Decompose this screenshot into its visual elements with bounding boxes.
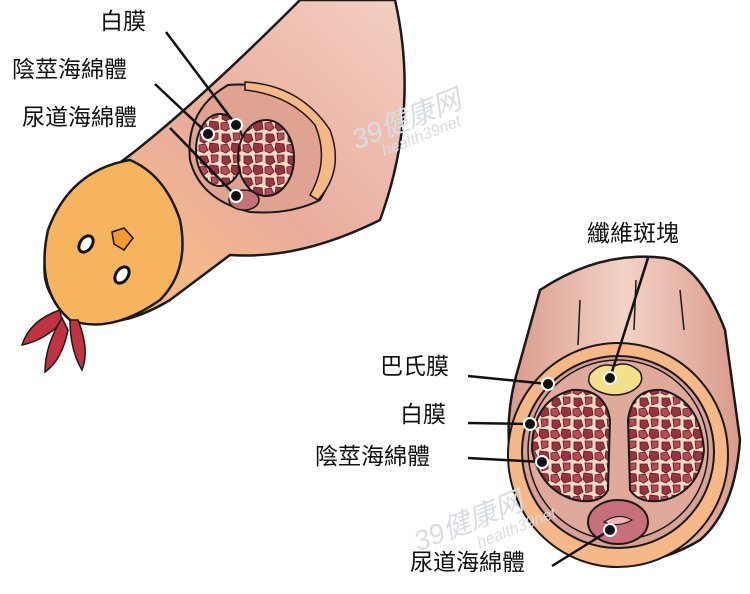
label-tunica-albuginea: 白膜 [98, 9, 148, 35]
pointer-dot [523, 417, 537, 431]
pointer-dot [229, 118, 243, 132]
label-tunica-albuginea: 白膜 [398, 402, 448, 428]
pointer-dot [603, 371, 617, 385]
pointer-dot [541, 377, 555, 391]
eye-icon [77, 234, 95, 254]
label-bucks-fascia: 巴氏膜 [378, 354, 451, 380]
leader-lines [154, 31, 237, 197]
leader-lines [467, 257, 650, 568]
label-corpus-cavernosum: 陰莖海綿體 [313, 444, 432, 470]
left-penis-figure [20, 0, 406, 374]
right-cross-section-figure [467, 255, 742, 568]
eye-icon [113, 265, 131, 285]
left-corpus-cavernosum [530, 388, 612, 503]
right-corpus-cavernosum [237, 119, 295, 197]
pointer-dot [535, 455, 549, 469]
pointer-dot [201, 127, 215, 141]
pointer-dot [229, 189, 243, 203]
label-fibrous-plaque: 纖維斑塊 [585, 221, 681, 247]
label-corpus-spongiosum: 尿道海綿體 [408, 550, 527, 576]
skin-folds [577, 279, 685, 346]
pointer-dot [603, 523, 617, 537]
comb-icon [20, 309, 86, 374]
right-corpus-cavernosum [626, 388, 706, 503]
label-corpus-cavernosum: 陰莖海綿體 [10, 57, 129, 83]
beak-icon [111, 227, 134, 251]
label-corpus-spongiosum: 尿道海綿體 [20, 105, 139, 131]
cut-section-fat [244, 81, 337, 201]
